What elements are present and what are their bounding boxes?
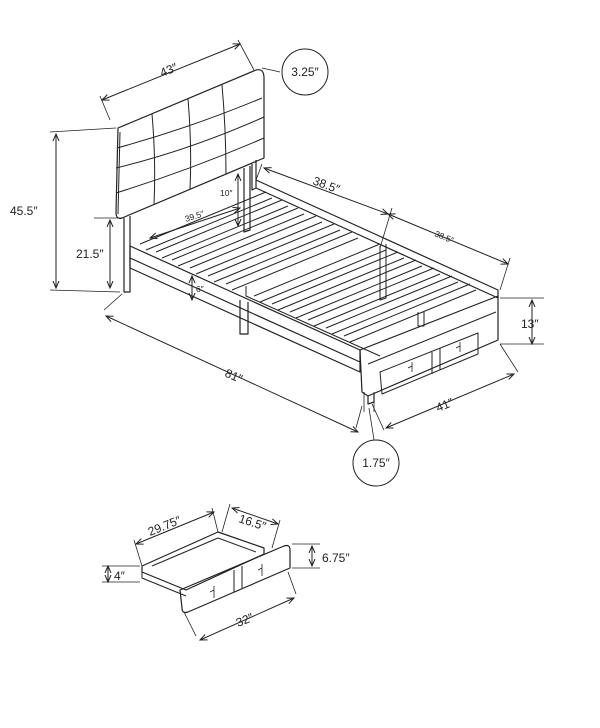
headboard-thickness-label: 3.25″ — [291, 65, 319, 79]
drawer-front-width-label: 16.5″ — [237, 512, 268, 534]
drawer-dimensions — [102, 503, 320, 640]
footboard-height-label: 13″ — [521, 317, 539, 331]
headboard-thickness-callout — [281, 48, 329, 96]
total-length-label: 81″ — [223, 366, 245, 386]
leg-height-label: 6″ — [196, 284, 204, 294]
footboard — [359, 295, 499, 405]
right-rail — [255, 179, 499, 299]
total-height-label: 45.5″ — [10, 204, 38, 218]
bed-dimensions — [49, 39, 544, 441]
headboard — [115, 69, 265, 293]
drawer-length-label: 32″ — [234, 610, 256, 630]
side-rail-height-label: 21.5″ — [76, 247, 104, 261]
rail-thickness-label: 1.75″ — [362, 456, 390, 470]
slat-section-length-2-label: 38.5″ — [433, 229, 455, 246]
headboard-width-label: 43″ — [158, 60, 180, 80]
total-width-label: 41″ — [434, 395, 456, 415]
drawer-box-height-label: 4″ — [114, 569, 126, 583]
drawer-drawing — [141, 531, 291, 614]
rail-thickness-callout — [352, 439, 400, 487]
headboard-gap-label: 10″ — [220, 188, 232, 198]
drawer-front-height-label: 6.75″ — [322, 551, 350, 565]
center-leg — [239, 300, 249, 335]
left-rail — [129, 245, 361, 373]
slat-section-length-label: 38.5″ — [311, 174, 342, 197]
drawer-depth-label: 29.75″ — [146, 513, 184, 539]
